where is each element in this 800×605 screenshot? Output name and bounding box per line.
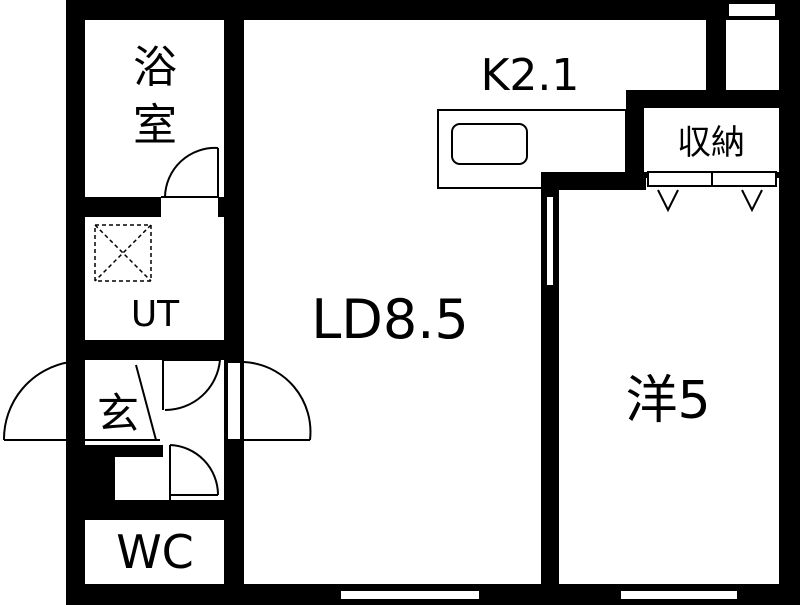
storage-doors[interactable] xyxy=(647,171,777,213)
kitchen-counter xyxy=(437,109,627,189)
storage-label: 収納 xyxy=(677,123,745,163)
entrance-label: 玄 xyxy=(97,389,139,438)
doors xyxy=(2,146,777,500)
interior-walls xyxy=(66,0,800,605)
window-wall-strip xyxy=(545,195,555,287)
fixtures xyxy=(85,109,627,441)
room-labels: 浴 室 UT 玄 WC LD8.5 K2.1 収納 洋5 xyxy=(97,42,745,579)
bath-label-1: 浴 xyxy=(133,42,177,93)
western-room-label: 洋5 xyxy=(625,371,710,431)
window-kitchen-top xyxy=(727,2,777,18)
utility-label: UT xyxy=(131,294,180,335)
bath-label-2: 室 xyxy=(133,100,177,151)
front-door-left[interactable] xyxy=(2,361,71,441)
entrance-ld-door[interactable] xyxy=(226,361,312,441)
window-ld-bottom xyxy=(339,589,481,601)
washer-space-icon xyxy=(94,224,152,282)
toilet-label: WC xyxy=(116,525,194,579)
outer-walls xyxy=(66,0,800,605)
kitchen-label: K2.1 xyxy=(481,50,580,101)
window-western-bottom xyxy=(619,589,739,601)
bath-door[interactable] xyxy=(161,146,219,198)
windows xyxy=(339,2,777,601)
wc-door[interactable] xyxy=(169,444,220,500)
ut-door[interactable] xyxy=(162,359,221,412)
living-dining-label: LD8.5 xyxy=(311,288,469,351)
